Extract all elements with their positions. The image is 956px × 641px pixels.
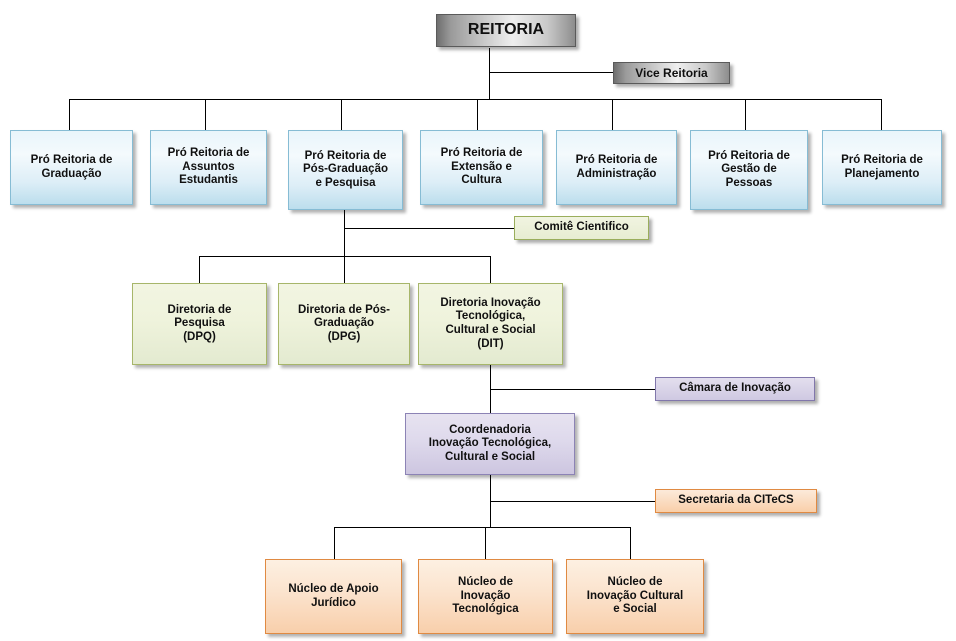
connector-nucleo-drop-1 [334, 527, 335, 559]
node-vice-reitoria-label: Vice Reitoria [635, 65, 708, 80]
node-camara-inovacao[interactable]: Câmara de Inovação [655, 377, 815, 401]
connector-posgrad-down [344, 206, 345, 283]
connector-proreitoria-bus [69, 99, 881, 100]
connector-drop-3 [341, 99, 342, 130]
connector-nucleo-drop-3 [630, 527, 631, 559]
node-comite-cientifico[interactable]: Comitê Cientifico [514, 216, 649, 240]
node-label: Secretaria da CITeCS [678, 494, 794, 507]
connector-drop-6 [745, 99, 746, 130]
connector-diretoria-drop-1 [199, 256, 200, 283]
connector-drop-1 [69, 99, 70, 130]
connector-diretoria-drop-2 [344, 256, 345, 283]
connector-drop-2 [205, 99, 206, 130]
node-label: Comitê Cientifico [534, 221, 629, 234]
connector-secretaria [490, 501, 655, 502]
connector-reitoria-down [489, 48, 490, 99]
node-label: Câmara de Inovação [679, 382, 791, 395]
connector-nucleo-drop-2 [485, 527, 486, 559]
connector-drop-5 [612, 99, 613, 130]
node-reitoria-label: REITORIA [467, 21, 545, 39]
connector-camara [490, 389, 655, 390]
node-secretaria-citecs[interactable]: Secretaria da CITeCS [655, 489, 817, 513]
connector-drop-7 [881, 99, 882, 130]
node-diretoria-pos-graduacao[interactable]: Diretoria de Pós-Graduação(DPG) [278, 283, 410, 365]
node-label: Diretoria de Pós-Graduação(DPG) [297, 303, 391, 343]
node-reitoria[interactable]: REITORIA [436, 14, 576, 47]
connector-reitoria-vice [489, 72, 614, 73]
connector-drop-4 [477, 99, 478, 130]
connector-nucleo-bus [334, 527, 631, 528]
node-vice-reitoria[interactable]: Vice Reitoria [613, 62, 730, 84]
connector-diretoria-drop-3 [490, 256, 491, 283]
connector-comite [344, 228, 514, 229]
